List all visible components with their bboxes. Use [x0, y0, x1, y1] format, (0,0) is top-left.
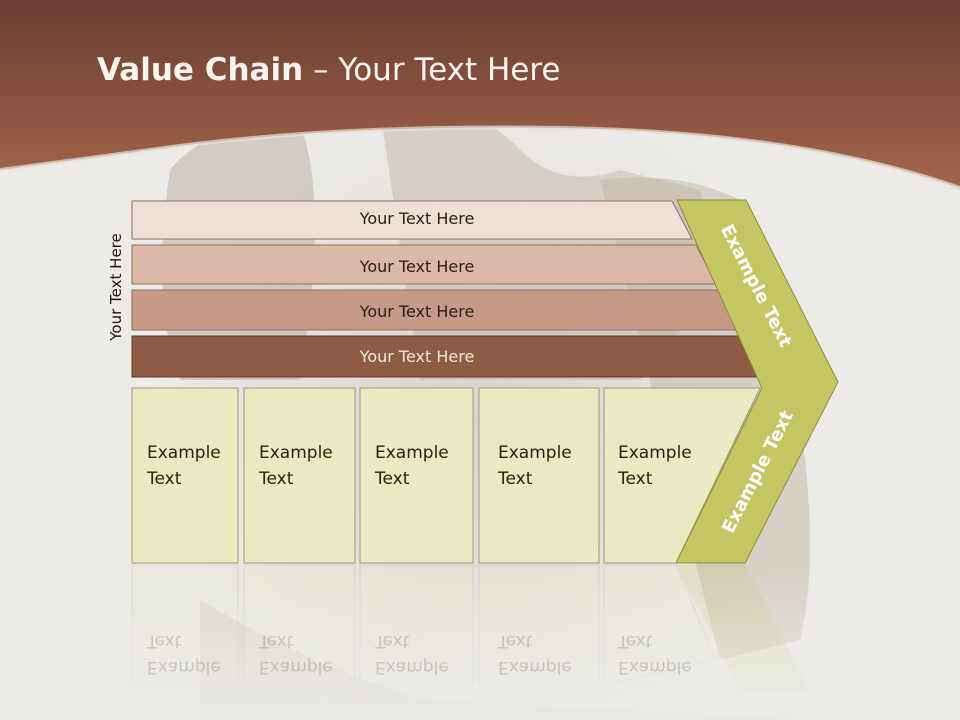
box-5-label: Example Text: [618, 443, 692, 489]
title-bold: Value Chain: [97, 52, 304, 88]
bar-1-label: Your Text Here: [359, 209, 475, 228]
box-3: [359, 387, 474, 564]
chevron-arrow: [675, 199, 839, 564]
bar-1: [131, 200, 693, 240]
box-2: [243, 387, 356, 564]
bar-4-label: Your Text Here: [359, 347, 475, 366]
side-label: Your Text Here: [107, 233, 125, 341]
box-4-reflection: Example Text: [498, 631, 572, 677]
header-band: [0, 0, 960, 188]
box-4-label: Example Text: [498, 443, 572, 489]
box-5-reflection: Example Text: [618, 631, 692, 677]
box-1-reflection: Example Text: [147, 631, 221, 677]
box-3-reflection: Example Text: [375, 631, 449, 677]
box-2-reflection: Example Text: [259, 631, 333, 677]
box-4: [478, 387, 600, 564]
title-rest: – Your Text Here: [303, 52, 561, 88]
bar-3-label: Your Text Here: [359, 302, 475, 321]
box-2-label: Example Text: [259, 443, 333, 489]
box-1: [131, 387, 239, 564]
box-3-label: Example Text: [375, 443, 449, 489]
slide-title: Value Chain – Your Text Here: [97, 52, 560, 88]
box-1-label: Example Text: [147, 443, 221, 489]
bar-2-label: Your Text Here: [359, 257, 475, 276]
